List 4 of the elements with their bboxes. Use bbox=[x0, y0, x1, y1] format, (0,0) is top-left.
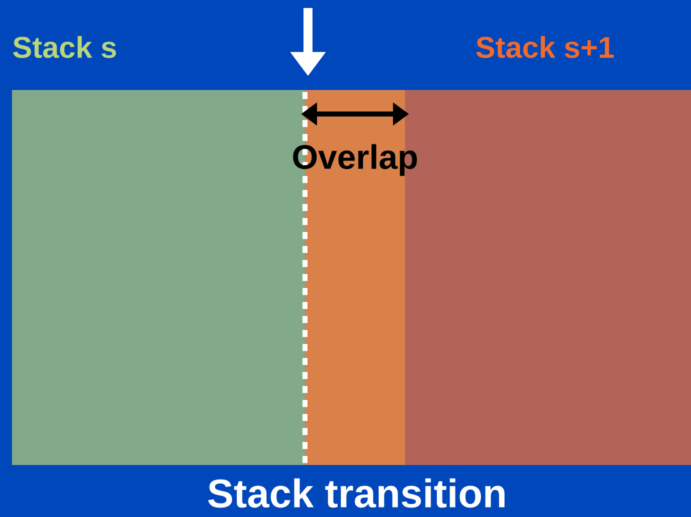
label: Stack s+1 bbox=[476, 36, 614, 58]
label: Stack s bbox=[13, 36, 116, 58]
caption: Stack transition bbox=[208, 478, 505, 508]
label: Overlap bbox=[293, 144, 417, 176]
